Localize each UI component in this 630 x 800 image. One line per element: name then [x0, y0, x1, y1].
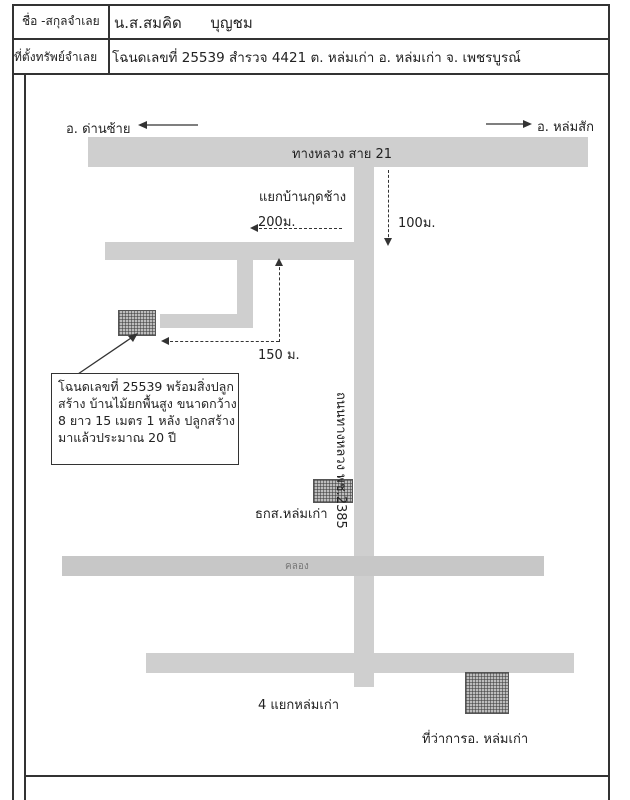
side-road-lower — [160, 314, 253, 328]
footer-line — [24, 775, 608, 777]
distance-150-horizontal-line — [165, 341, 279, 342]
header-divider-top — [12, 38, 608, 40]
district-office-building — [465, 672, 509, 714]
property-building — [118, 310, 156, 336]
bank-building — [313, 479, 353, 503]
distance-200-label: 200ม. — [258, 215, 296, 230]
callout-line-4: มาแล้วประมาณ 20 ปี — [58, 430, 176, 445]
property-callout: โฉนดเลขที่ 25539 พร้อมสิ่งปลูก สร้าง บ้า… — [51, 373, 239, 465]
distance-200-line — [254, 228, 342, 229]
location-label: ที่ตั้งทรัพย์จำเลย — [14, 50, 98, 64]
distance-150-vertical-line — [279, 262, 280, 342]
left-direction-label: อ. ด่านซ้าย — [66, 122, 131, 137]
distance-100-line — [388, 170, 389, 242]
header-column-divider — [108, 4, 110, 74]
canal-label: คลอง — [285, 561, 309, 572]
header-divider-bottom — [12, 73, 608, 75]
callout-line-1: โฉนดเลขที่ 25539 พร้อมสิ่งปลูก — [58, 379, 234, 394]
distance-150-label: 150 ม. — [258, 348, 300, 363]
name-value: น.ส.สมคิด บุญชม — [114, 14, 253, 32]
junction-label: แยกบ้านกุดช้าง — [259, 190, 347, 205]
side-road — [105, 242, 355, 260]
vertical-road-label: ถนนทางหลวง พช.2385 — [333, 392, 348, 529]
callout-line-2: สร้าง บ้านไม้ยกพื้นสูง ขนาดกว้าง — [58, 396, 237, 411]
district-office-label: ที่ว่าการอ. หล่มเก่า — [422, 732, 529, 747]
name-label: ชื่อ -สกุลจำเลย — [22, 14, 100, 28]
callout-line-3: 8 ยาว 15 เมตร 1 หลัง ปลูกสร้าง — [58, 413, 235, 428]
canal-road — [62, 556, 544, 576]
highway-21-road — [88, 137, 588, 167]
intersection-label: 4 แยกหล่มเก่า — [258, 698, 339, 713]
distance-100-label: 100ม. — [398, 216, 436, 231]
highway-label: ทางหลวง สาย 21 — [292, 147, 393, 162]
document-frame — [12, 4, 610, 800]
margin-line — [24, 74, 26, 800]
lower-road — [146, 653, 574, 673]
right-direction-label: อ. หล่มสัก — [537, 120, 594, 135]
bank-label: ธกส.หล่มเก่า — [255, 507, 328, 522]
location-value: โฉนดเลขที่ 25539 สำรวจ 4421 ต. หล่มเก่า … — [112, 50, 521, 66]
side-road-branch — [237, 260, 253, 320]
